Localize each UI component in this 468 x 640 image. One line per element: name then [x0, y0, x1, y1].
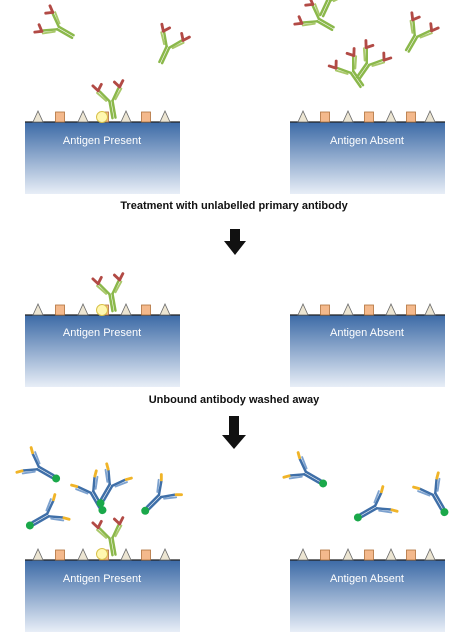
- secondary-antibody: [15, 446, 61, 483]
- surface-block: [25, 560, 180, 632]
- surface-square-marker: [141, 111, 151, 123]
- surface-label: Antigen Present: [63, 135, 141, 147]
- surface-triangle-marker: [159, 110, 171, 123]
- surface-square-marker: [406, 111, 416, 123]
- surface-triangle-marker: [159, 303, 171, 316]
- label-dot: [353, 513, 362, 522]
- arrow-down-icon: [222, 416, 246, 449]
- surface-triangle-marker: [424, 548, 436, 561]
- primary-antibody: [293, 0, 335, 32]
- step-2: Antigen Present Antigen Absent: [25, 314, 445, 387]
- surface-square-marker: [141, 304, 151, 316]
- surface-square-marker: [55, 304, 65, 316]
- surface-triangle-marker: [385, 110, 397, 123]
- label-dot: [141, 506, 150, 515]
- primary-antibody: [158, 22, 191, 65]
- surface-square-marker: [320, 111, 330, 123]
- antigen: [96, 111, 108, 123]
- surface-triangle-marker: [159, 548, 171, 561]
- secondary-antibody: [353, 485, 399, 522]
- surface-triangle-marker: [120, 303, 132, 316]
- primary-antibody: [327, 47, 365, 89]
- antigen: [96, 304, 108, 316]
- label-dot: [98, 506, 107, 515]
- surface-triangle-marker: [297, 303, 309, 316]
- surface-label: Antigen Absent: [330, 135, 404, 147]
- surface-square-marker: [406, 549, 416, 561]
- panel-2-right: Antigen Absent: [290, 314, 445, 387]
- surface-block: [290, 315, 445, 387]
- surface-triangle-marker: [32, 548, 44, 561]
- surface-triangle-marker: [77, 548, 89, 561]
- primary-antibody: [91, 272, 125, 313]
- surface-block: [25, 122, 180, 194]
- step-1-caption: Treatment with unlabelled primary antibo…: [120, 200, 348, 212]
- surface-triangle-marker: [120, 110, 132, 123]
- secondary-antibody: [25, 493, 71, 530]
- arrow-down-icon: [224, 229, 246, 255]
- surface-triangle-marker: [342, 303, 354, 316]
- surface-triangle-marker: [32, 110, 44, 123]
- step-2-caption: Unbound antibody washed away: [148, 394, 320, 406]
- surface-triangle-marker: [77, 110, 89, 123]
- surface-square-marker: [406, 304, 416, 316]
- primary-antibody: [355, 39, 393, 81]
- label-dot: [440, 508, 449, 517]
- surface-triangle-marker: [77, 303, 89, 316]
- surface-square-marker: [364, 304, 374, 316]
- surface-square-marker: [364, 111, 374, 123]
- surface-label: Antigen Present: [63, 573, 141, 585]
- panel-1-left: Antigen Present: [25, 121, 180, 194]
- molecule-layer: [15, 0, 449, 561]
- step-3: Antigen Present Antigen Absent: [25, 559, 445, 632]
- surface-label: Antigen Absent: [330, 573, 404, 585]
- surface-triangle-marker: [342, 548, 354, 561]
- secondary-antibody: [70, 469, 107, 515]
- panel-3-right: Antigen Absent: [290, 559, 445, 632]
- secondary-antibody: [141, 473, 183, 515]
- primary-antibody: [33, 4, 75, 40]
- surface-square-marker: [55, 111, 65, 123]
- surface-triangle-marker: [32, 303, 44, 316]
- surface-block: [290, 560, 445, 632]
- step-1: Antigen Present Antigen Absent: [25, 121, 445, 194]
- panel-1-right: Antigen Absent: [290, 121, 445, 194]
- surface-triangle-marker: [120, 548, 132, 561]
- secondary-antibody: [282, 451, 328, 488]
- surface-triangle-marker: [297, 548, 309, 561]
- label-dot: [25, 521, 34, 530]
- secondary-antibody: [412, 471, 449, 517]
- surface-square-marker: [141, 549, 151, 561]
- label-dot: [319, 479, 328, 488]
- primary-antibody: [91, 516, 125, 557]
- surface-label: Antigen Absent: [330, 327, 404, 339]
- surface-triangle-marker: [385, 303, 397, 316]
- surface-triangle-marker: [424, 303, 436, 316]
- surface-square-marker: [320, 549, 330, 561]
- surface-triangle-marker: [385, 548, 397, 561]
- panel-3-left: Antigen Present: [25, 559, 180, 632]
- surface-block: [290, 122, 445, 194]
- surface-triangle-marker: [424, 110, 436, 123]
- secondary-antibody: [96, 462, 133, 508]
- primary-antibody: [91, 79, 125, 120]
- surface-triangle-marker: [297, 110, 309, 123]
- surface-block: [25, 315, 180, 387]
- primary-antibody: [404, 11, 440, 53]
- surface-triangle-marker: [342, 110, 354, 123]
- surface-square-marker: [55, 549, 65, 561]
- label-dot: [52, 474, 61, 483]
- surface-label: Antigen Present: [63, 327, 141, 339]
- primary-antibody: [319, 0, 346, 18]
- panel-2-left: Antigen Present: [25, 314, 180, 387]
- antigen: [96, 548, 108, 560]
- label-dot: [96, 499, 105, 508]
- surface-square-marker: [320, 304, 330, 316]
- surface-square-marker: [364, 549, 374, 561]
